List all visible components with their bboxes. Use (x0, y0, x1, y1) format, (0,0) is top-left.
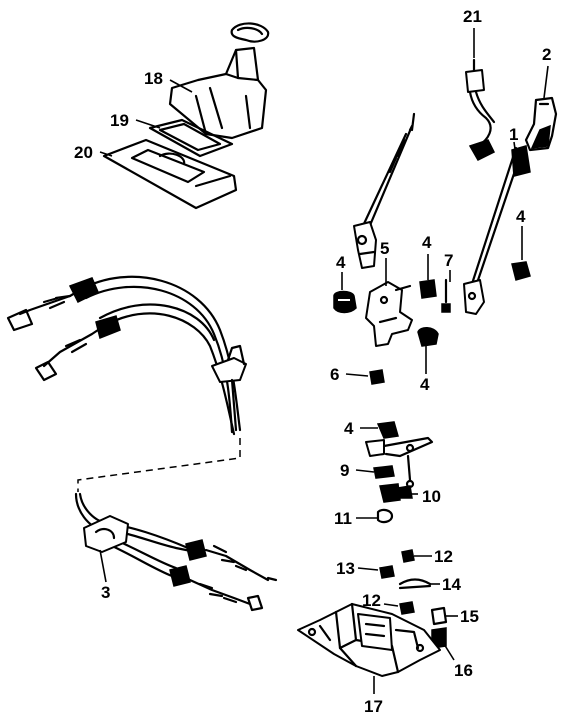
callout-2: 2 (542, 45, 551, 64)
callout-7: 7 (444, 251, 453, 270)
callout-12-bottom: 12 (362, 591, 381, 610)
callout-1: 1 (509, 125, 518, 144)
callout-4-stack: 4 (344, 419, 354, 438)
callout-18: 18 (144, 69, 163, 88)
callout-15: 15 (460, 607, 479, 626)
bolt-7 (441, 278, 451, 313)
clip-13 (379, 565, 395, 579)
callout-21: 21 (463, 7, 482, 26)
bushing-4a (333, 290, 357, 314)
callout-12-top: 12 (434, 547, 453, 566)
nut-12a (401, 549, 415, 563)
bracket-5 (365, 281, 413, 347)
callout-4-left: 4 (336, 253, 346, 272)
shift-lever-left (353, 112, 416, 269)
bushing-10 (379, 483, 413, 503)
clip-9 (373, 465, 395, 479)
linkage-arm (365, 436, 434, 489)
callout-5: 5 (380, 239, 389, 258)
callout-11: 11 (334, 509, 352, 528)
bushing-4c (511, 261, 531, 281)
callout-20: 20 (74, 143, 93, 162)
callout-6: 6 (330, 365, 339, 384)
callout-13: 13 (336, 559, 355, 578)
callout-14: 14 (442, 575, 461, 594)
callout-16: 16 (454, 661, 473, 680)
callout-4-top: 4 (422, 233, 432, 252)
leader-lines (99, 28, 549, 694)
wiring-harness (465, 58, 496, 161)
callout-9: 9 (340, 461, 349, 480)
callout-19: 19 (110, 111, 129, 130)
bushing-4e (376, 421, 399, 439)
bushing-4b (419, 279, 437, 299)
shift-knob (524, 96, 558, 152)
shift-cable-lower (74, 492, 278, 612)
shift-cable-upper (6, 275, 247, 436)
shift-lever-right (463, 145, 531, 315)
bushing-4d (417, 327, 439, 347)
callouts: 18 19 20 21 2 1 4 4 5 4 7 6 4 4 9 10 11 … (74, 7, 551, 716)
callout-4-lower: 4 (420, 375, 430, 394)
bushing-6 (369, 369, 385, 385)
callout-3: 3 (101, 583, 110, 602)
shifter-base (297, 602, 441, 677)
dashed-connector (77, 438, 241, 492)
callout-10: 10 (422, 487, 441, 506)
shift-boot-assembly (102, 22, 270, 210)
spring-14 (398, 578, 432, 590)
callout-4-right: 4 (516, 207, 526, 226)
bushing-15 (430, 606, 448, 626)
callout-17: 17 (364, 697, 383, 716)
nut-12b (399, 601, 415, 615)
washer-11 (376, 508, 394, 524)
